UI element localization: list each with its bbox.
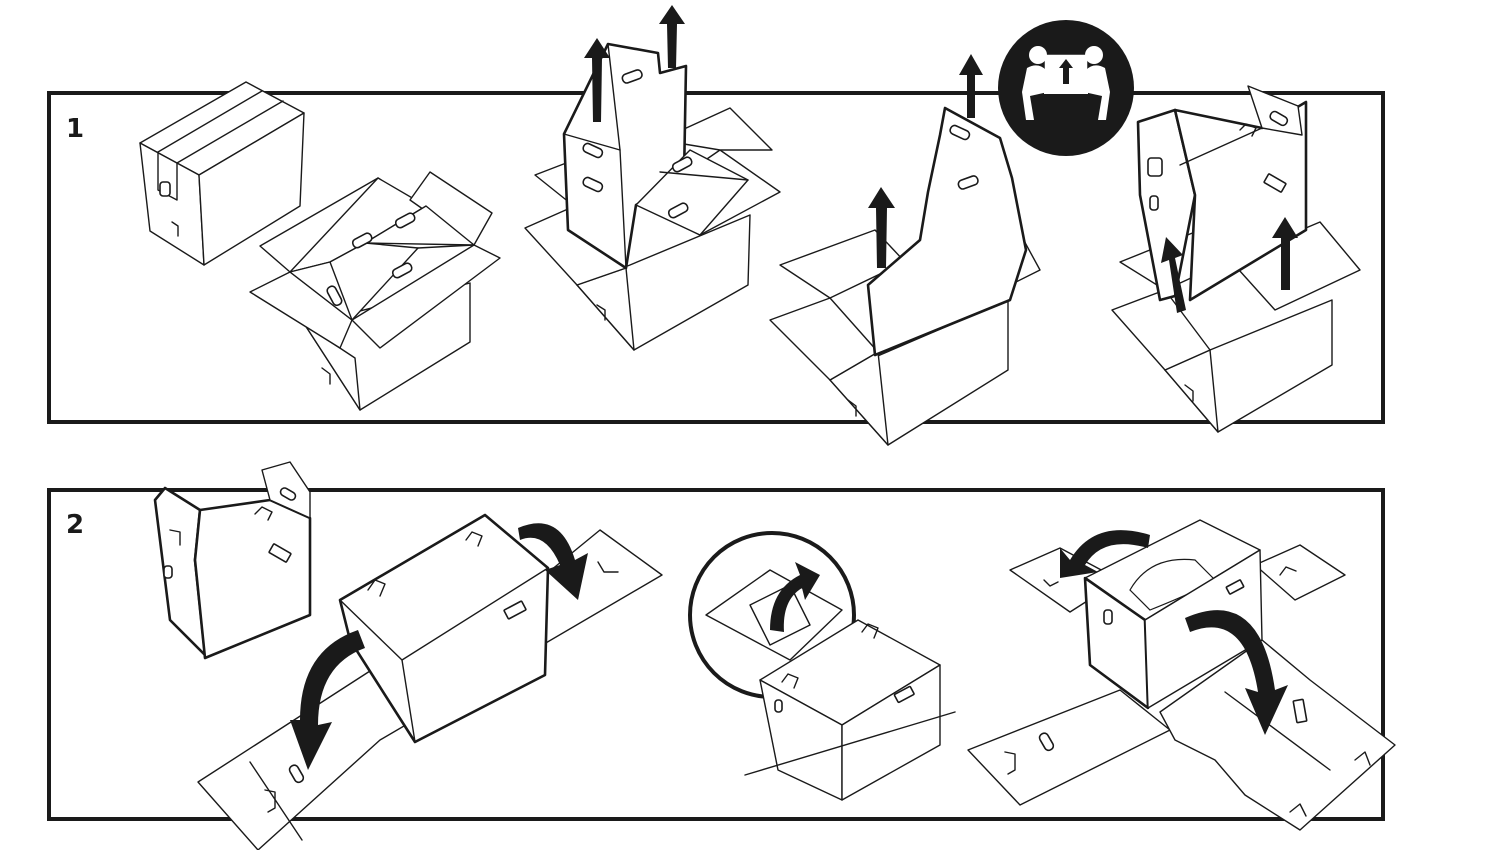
up-arrow-icon bbox=[584, 38, 610, 122]
up-arrow-icon bbox=[1272, 217, 1298, 290]
box-insert-lifting bbox=[524, 5, 781, 351]
step-1-frame bbox=[47, 91, 1385, 424]
step-1-panel: 1 bbox=[47, 5, 1385, 446]
insert-standing bbox=[153, 461, 312, 660]
curved-arrow-icon bbox=[518, 523, 588, 600]
box-insert-partial bbox=[769, 54, 1041, 446]
step-2-panel: 2 bbox=[47, 461, 1396, 850]
step-2-number: 2 bbox=[66, 510, 84, 540]
box-with-product bbox=[967, 519, 1396, 831]
curved-arrow-icon bbox=[1185, 610, 1288, 735]
up-arrow-icon bbox=[868, 187, 895, 268]
box-insert-lifted bbox=[1111, 85, 1361, 433]
step-1-number: 1 bbox=[66, 114, 84, 144]
step-2-frame bbox=[47, 488, 1385, 821]
two-person-lift-icon bbox=[998, 20, 1134, 156]
up-arrow-icon bbox=[659, 5, 685, 68]
insert-on-side bbox=[197, 513, 663, 850]
curved-arrow-icon bbox=[1060, 530, 1150, 578]
closed-box bbox=[139, 81, 305, 266]
up-arrow-icon bbox=[959, 54, 983, 118]
curved-arrow-icon bbox=[770, 562, 820, 632]
up-arrow-icon bbox=[1161, 237, 1186, 313]
open-box bbox=[249, 171, 501, 411]
curved-arrow-icon bbox=[290, 630, 365, 770]
fold-detail bbox=[688, 531, 956, 801]
